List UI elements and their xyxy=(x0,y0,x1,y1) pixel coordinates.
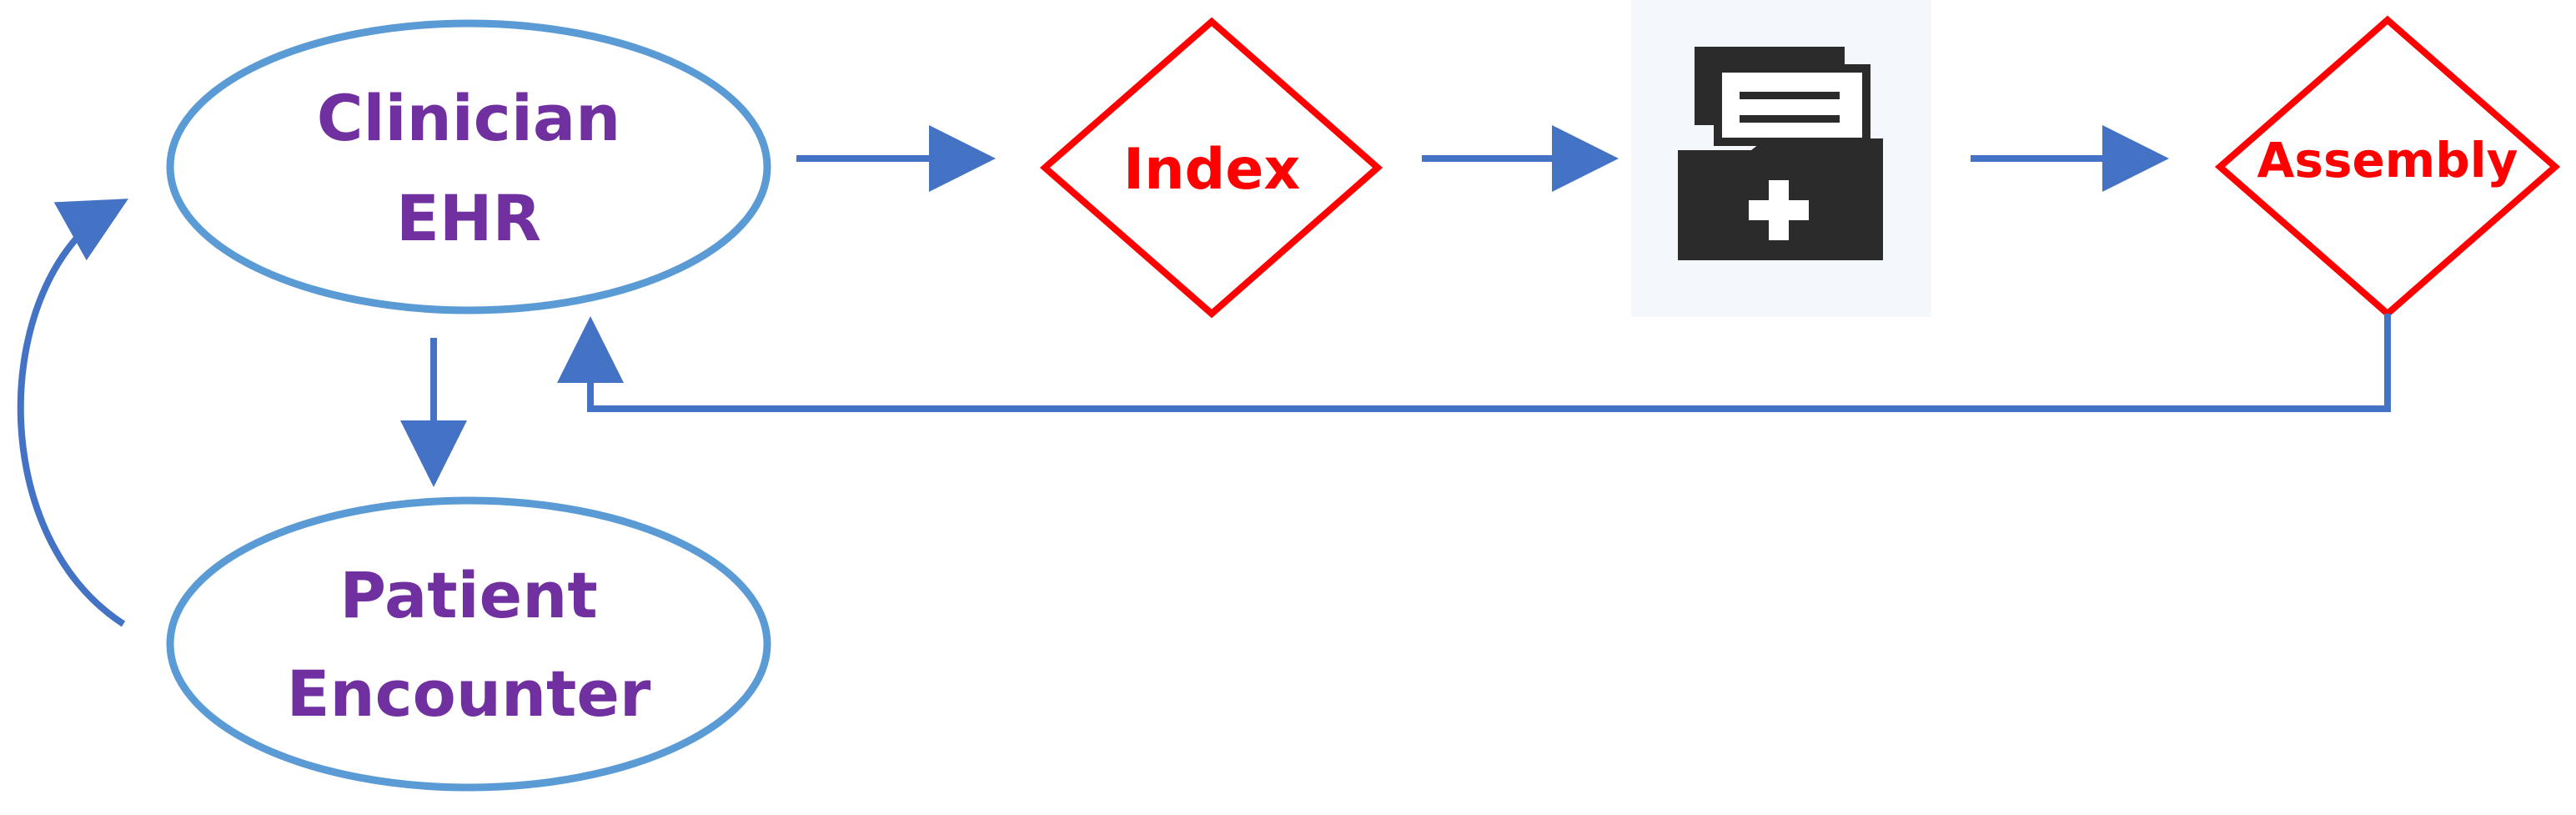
assembly-label: Assembly xyxy=(2257,132,2518,189)
assembly-node: Assembly xyxy=(2214,15,2561,319)
medical-folder-icon xyxy=(1631,0,1931,317)
clinician-ehr-label-line1: Clinician xyxy=(317,81,621,155)
clinician-ehr-node: Clinician EHR xyxy=(166,19,771,314)
index-label: Index xyxy=(1123,137,1300,203)
index-node: Index xyxy=(1039,17,1383,319)
patient-encounter-node: Patient Encounter xyxy=(166,496,771,792)
clinician-ehr-ellipse xyxy=(166,19,771,314)
arrow-assembly-to-ehr xyxy=(557,314,2391,412)
arrow-encounter-to-ehr xyxy=(17,199,128,627)
patient-encounter-label-line2: Encounter xyxy=(287,657,651,731)
patient-encounter-label-line1: Patient xyxy=(339,558,597,632)
clinician-ehr-label-line2: EHR xyxy=(396,181,541,255)
patient-encounter-ellipse xyxy=(166,496,771,792)
index-diamond xyxy=(1039,17,1383,319)
